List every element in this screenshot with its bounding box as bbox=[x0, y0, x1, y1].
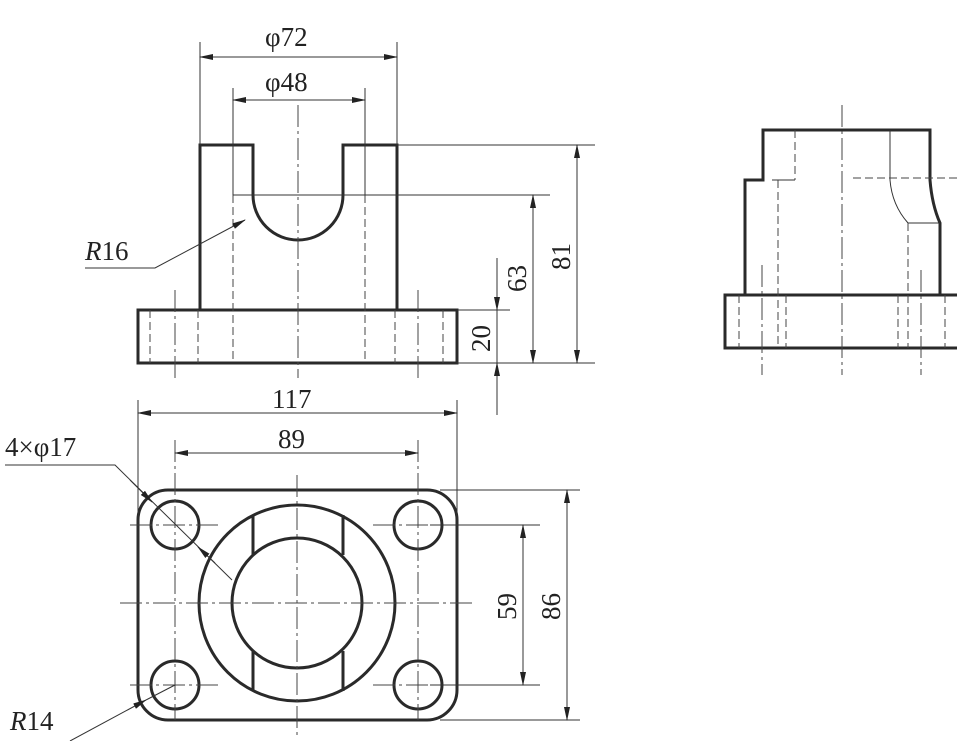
dim-phi48: φ48 bbox=[265, 67, 308, 97]
dim-20: 20 bbox=[466, 325, 496, 352]
dim-arrow bbox=[197, 546, 216, 564]
dim-phi72: φ72 bbox=[265, 22, 308, 52]
dim-4x-phi17: 4×φ17 bbox=[5, 432, 76, 462]
side-view bbox=[723, 105, 957, 375]
side-base-outline bbox=[723, 293, 957, 350]
dim-r16: R16 bbox=[84, 236, 129, 266]
dim-arrow bbox=[129, 479, 153, 503]
top-view: 117 89 4×φ17 R14 86 59 bbox=[5, 384, 580, 741]
leader-line bbox=[5, 464, 233, 581]
leader-line bbox=[85, 219, 246, 269]
slot-intersection-curve bbox=[889, 130, 940, 224]
leader-line bbox=[145, 684, 176, 701]
dim-r16-value: 16 bbox=[102, 236, 129, 266]
dim-117: 117 bbox=[272, 384, 312, 414]
dim-63: 63 bbox=[502, 265, 532, 292]
dim-86: 86 bbox=[536, 593, 566, 620]
dim-89: 89 bbox=[278, 424, 305, 454]
leader-line bbox=[69, 699, 147, 741]
dim-r14-value: 14 bbox=[27, 706, 55, 736]
dim-81: 81 bbox=[546, 243, 576, 270]
side-body-outline bbox=[743, 128, 942, 295]
dim-59: 59 bbox=[492, 593, 522, 620]
dim-r14: R14 bbox=[9, 706, 54, 736]
front-view: φ72 φ48 R16 81 63 20 bbox=[84, 22, 595, 415]
